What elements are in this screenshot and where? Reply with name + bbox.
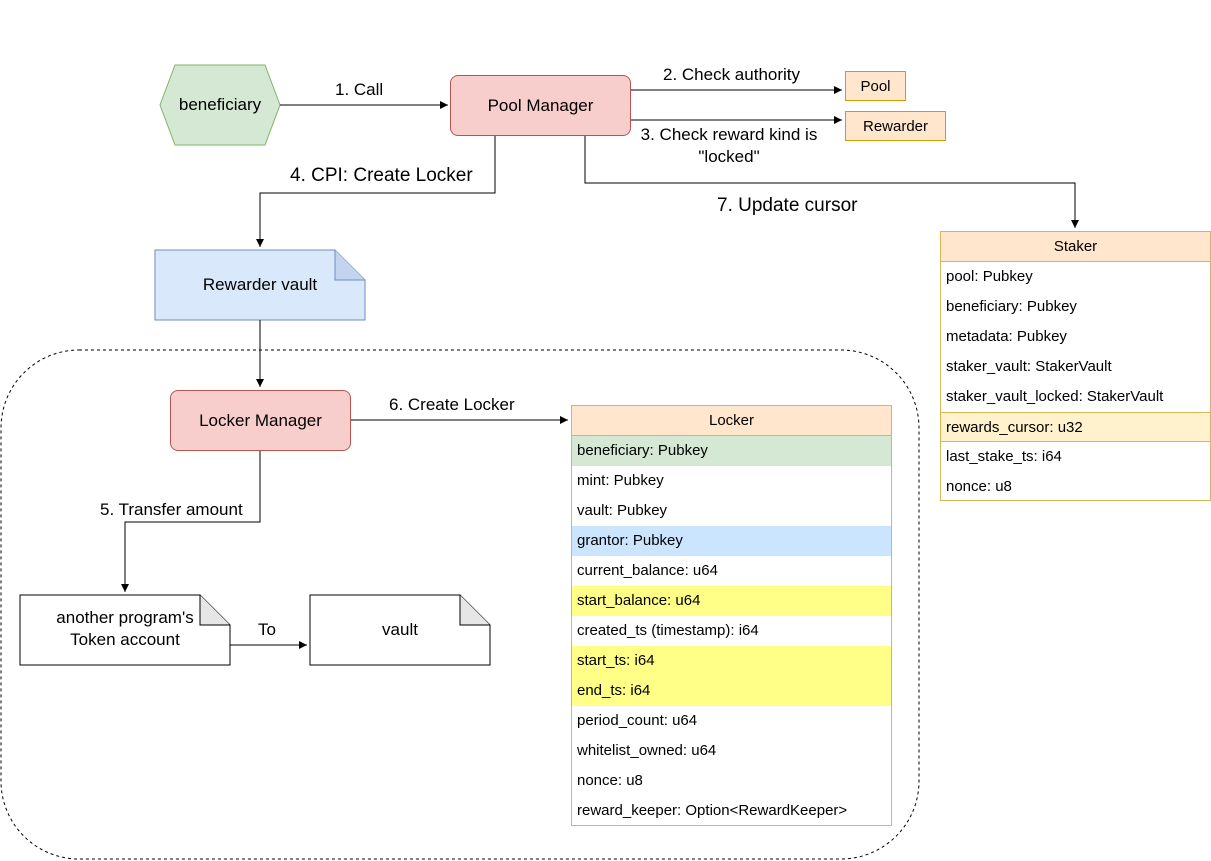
staker-table-title: Staker xyxy=(941,232,1210,262)
locker-field: start_ts: i64 xyxy=(572,646,891,676)
vault-node: vault xyxy=(310,600,490,660)
rewarder-vault-label: Rewarder vault xyxy=(202,275,318,294)
locker-table-title: Locker xyxy=(572,406,891,436)
edge-transfer-amount xyxy=(121,450,261,592)
staker-field: metadata: Pubkey xyxy=(946,328,1067,345)
rewarder-node: Rewarder xyxy=(845,111,946,141)
edge-label-update-cursor: 7. Update cursor xyxy=(717,195,858,216)
edge-label-transfer-amount: 5. Transfer amount xyxy=(100,500,243,519)
staker-field: last_stake_ts: i64 xyxy=(946,448,1062,465)
edge-label-cpi-create-locker: 4. CPI: Create Locker xyxy=(290,165,473,186)
rewarder-label: Rewarder xyxy=(862,117,929,135)
staker-field: nonce: u8 xyxy=(946,478,1012,495)
locker-field: current_balance: u64 xyxy=(577,562,718,579)
pool-manager-node: Pool Manager xyxy=(450,75,631,136)
edge-label-check-authority: 2. Check authority xyxy=(663,65,801,84)
locker-field: beneficiary: Pubkey xyxy=(572,436,891,466)
beneficiary-node: beneficiary xyxy=(160,65,280,145)
beneficiary-label: beneficiary xyxy=(178,95,262,114)
staker-field: rewards_cursor: u32 xyxy=(941,412,1210,442)
locker-field: mint: Pubkey xyxy=(577,472,664,489)
locker-manager-node: Locker Manager xyxy=(170,390,351,451)
locker-field: grantor: Pubkey xyxy=(572,526,891,556)
locker-field: start_balance: u64 xyxy=(572,586,891,616)
edge-label-call: 1. Call xyxy=(335,80,384,99)
locker-field: whitelist_owned: u64 xyxy=(577,742,717,759)
staker-field: staker_vault_locked: StakerVault xyxy=(946,388,1164,405)
locker-field: reward_keeper: Option<RewardKeeper> xyxy=(577,802,848,819)
staker-table: Staker pool: Pubkey beneficiary: Pubkey … xyxy=(940,231,1211,501)
edge-cpi-create-locker xyxy=(256,135,496,247)
pool-manager-label: Pool Manager xyxy=(487,95,594,115)
edge-label-create-locker: 6. Create Locker xyxy=(389,395,515,414)
locker-table: Locker beneficiary: Pubkey mint: Pubkey … xyxy=(571,405,892,826)
staker-field: pool: Pubkey xyxy=(946,268,1033,285)
staker-field: staker_vault: StakerVault xyxy=(946,358,1112,375)
locker-program-group xyxy=(0,349,920,860)
edge-label-to: To xyxy=(258,620,276,639)
edge-label-check-reward-kind: 3. Check reward kind is "locked" xyxy=(640,125,818,166)
locker-field: vault: Pubkey xyxy=(577,502,668,519)
staker-field: beneficiary: Pubkey xyxy=(946,298,1077,315)
edge-update-cursor xyxy=(584,135,1079,228)
pool-node: Pool xyxy=(845,71,906,101)
vault-shape xyxy=(309,594,491,666)
locker-field: created_ts (timestamp): i64 xyxy=(577,622,759,639)
rewarder-vault-shape xyxy=(154,249,366,321)
locker-field: period_count: u64 xyxy=(577,712,698,729)
pool-label: Pool xyxy=(860,77,891,95)
locker-field: nonce: u8 xyxy=(577,772,643,789)
rewarder-vault-node: Rewarder vault xyxy=(155,255,365,315)
vault-label: vault xyxy=(382,620,418,639)
locker-manager-label: Locker Manager xyxy=(199,410,322,430)
token-account-label: another program's Token account xyxy=(56,608,194,649)
beneficiary-hexagon xyxy=(159,64,281,146)
locker-field: end_ts: i64 xyxy=(572,676,891,706)
token-account-node: another program's Token account xyxy=(30,597,220,661)
